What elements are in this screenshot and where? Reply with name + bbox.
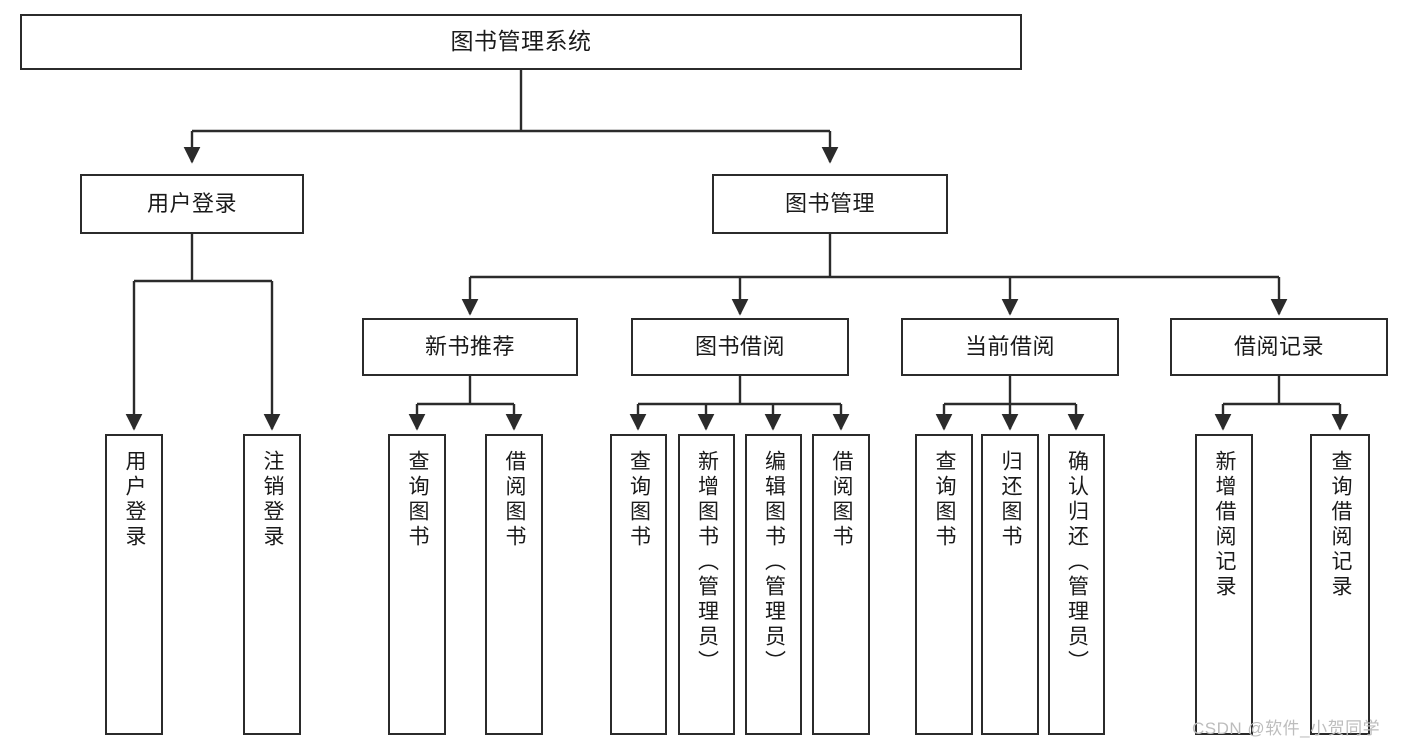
node-root-system[interactable]: 图书管理系统 — [20, 14, 1022, 70]
node-label: 借阅记录 — [1233, 334, 1324, 360]
node-user-login[interactable]: 用户登录 — [80, 174, 304, 234]
node-book-borrow[interactable]: 图书借阅 — [631, 318, 849, 376]
node-borrow-record[interactable]: 借阅记录 — [1170, 318, 1388, 376]
leaf-recommend-borrow-book[interactable]: 借阅图书 — [485, 434, 543, 735]
leaf-borrow-add-book-admin[interactable]: 新增图书（管理员） — [678, 434, 735, 735]
node-current-borrow[interactable]: 当前借阅 — [901, 318, 1119, 376]
node-label: 确认归还（管理员） — [1065, 450, 1089, 675]
node-label: 当前借阅 — [964, 334, 1055, 360]
node-label: 新增图书（管理员） — [695, 450, 719, 675]
csdn-watermark: CSDN @软件_小贺同学 — [1192, 719, 1381, 738]
node-label: 注销登录 — [261, 450, 285, 550]
leaf-borrow-query-book[interactable]: 查询图书 — [610, 434, 667, 735]
node-label: 查询图书 — [933, 450, 957, 550]
node-label: 图书借阅 — [694, 334, 785, 360]
node-label: 新书推荐 — [424, 334, 515, 360]
node-label: 查询图书 — [406, 450, 430, 550]
leaf-user-logout[interactable]: 注销登录 — [243, 434, 301, 735]
node-label: 图书管理系统 — [450, 28, 592, 55]
node-label: 用户登录 — [146, 191, 237, 217]
node-label: 归还图书 — [999, 450, 1023, 550]
leaf-record-add-record[interactable]: 新增借阅记录 — [1195, 434, 1253, 735]
leaf-recommend-query-book[interactable]: 查询图书 — [388, 434, 446, 735]
node-label: 查询借阅记录 — [1329, 450, 1353, 600]
node-label: 新增借阅记录 — [1213, 450, 1237, 600]
leaf-current-confirm-return-admin[interactable]: 确认归还（管理员） — [1048, 434, 1105, 735]
node-label: 查询图书 — [627, 450, 651, 550]
leaf-borrow-edit-book-admin[interactable]: 编辑图书（管理员） — [745, 434, 802, 735]
node-new-book-recommend[interactable]: 新书推荐 — [362, 318, 578, 376]
node-label: 图书管理 — [784, 191, 875, 217]
leaf-borrow-borrow-book[interactable]: 借阅图书 — [812, 434, 870, 735]
node-label: 用户登录 — [123, 450, 147, 550]
node-label: 借阅图书 — [503, 450, 527, 550]
leaf-record-query-record[interactable]: 查询借阅记录 — [1310, 434, 1370, 735]
node-book-management[interactable]: 图书管理 — [712, 174, 948, 234]
node-label: 编辑图书（管理员） — [762, 450, 786, 675]
leaf-current-return-book[interactable]: 归还图书 — [981, 434, 1039, 735]
leaf-user-login[interactable]: 用户登录 — [105, 434, 163, 735]
node-label: 借阅图书 — [830, 450, 854, 550]
leaf-current-query-book[interactable]: 查询图书 — [915, 434, 973, 735]
